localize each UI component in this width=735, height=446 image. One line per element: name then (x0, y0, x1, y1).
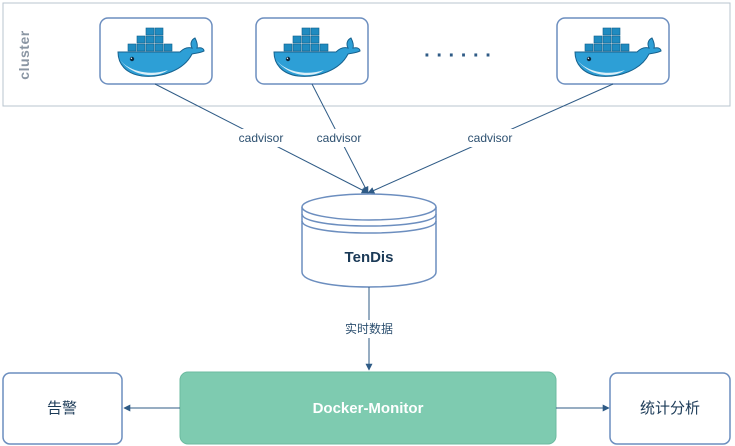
edge-label-cadvisor-1: cadvisor (239, 131, 284, 145)
docker-node-1[interactable] (99, 17, 213, 85)
docker-node-2[interactable] (255, 17, 369, 85)
statistics-analysis-node[interactable]: 统计分析 (609, 372, 731, 445)
tendis-database[interactable]: TenDis (301, 193, 437, 288)
edge-label-cadvisor-3: cadvisor (468, 131, 513, 145)
docker-monitor-label: Docker-Monitor (313, 400, 424, 417)
more-nodes-ellipsis: · · · · · · (424, 45, 492, 67)
docker-monitor-node[interactable]: Docker-Monitor (179, 371, 557, 445)
edge-label-realtime-data: 实时数据 (345, 321, 393, 336)
docker-node-3[interactable] (556, 17, 670, 85)
alert-node[interactable]: 告警 (2, 372, 123, 445)
alert-label: 告警 (47, 400, 77, 417)
edge-label-cadvisor-2: cadvisor (317, 131, 362, 145)
tendis-label: TenDis (345, 249, 394, 266)
cluster-label: cluster (16, 30, 32, 79)
statistics-analysis-label: 统计分析 (640, 400, 700, 417)
